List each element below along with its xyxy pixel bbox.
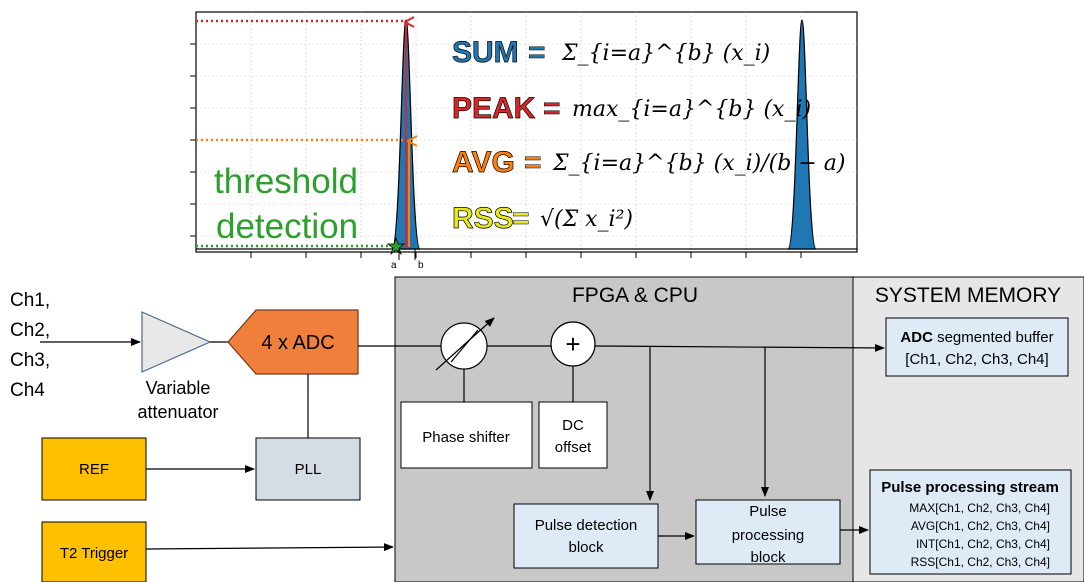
stream-item-avg: AVG[Ch1, Ch2, Ch3, Ch4] [911, 519, 1050, 533]
t2-trigger-block [41, 521, 147, 582]
adc-block [227, 309, 359, 375]
pulse-processing-label-3: block [750, 549, 786, 566]
dc-offset-block [538, 401, 608, 469]
sum-label: SUM [452, 36, 519, 69]
phase-shifter-block [400, 401, 533, 469]
pll-block [255, 437, 361, 501]
t2-trigger-label: T2 Trigger [60, 545, 128, 562]
attenuator-label-2: attenuator [137, 402, 218, 422]
attenuator-label-1: Variable [146, 378, 211, 398]
system-memory-title: SYSTEM MEMORY [875, 284, 1061, 307]
dc-offset-label-2: offset [555, 439, 592, 456]
phase-shifter-label: Phase shifter [422, 429, 510, 446]
pulse-stream-title: Pulse processing stream [881, 479, 1059, 496]
rss-label: RSS [452, 202, 514, 235]
pulse-plot: a b threshold detection SUM = Σ_{i=a}^{b… [190, 11, 858, 271]
attenuator-triangle [141, 311, 212, 373]
pulse-processing-label-1: Pulse [749, 503, 787, 520]
marker-a-label: a [391, 260, 397, 271]
adc-buffer-title: ADC segmented buffer [900, 329, 1053, 346]
formula-sum: SUM = Σ_{i=a}^{b} (x_i) [452, 36, 771, 70]
pulse-processing-block [695, 499, 841, 565]
input-ch3: Ch3, [10, 350, 50, 371]
ref-label: REF [79, 461, 109, 478]
plus-icon: + [565, 329, 580, 359]
pulse-processing-label-2: processing [732, 527, 805, 544]
dc-offset-label-1: DC [562, 417, 584, 434]
pulse-2 [787, 19, 817, 250]
marker-b-label: b [418, 260, 424, 271]
avg-label: AVG [452, 146, 515, 179]
stream-item-rss: RSS[Ch1, Ch2, Ch3, Ch4] [911, 555, 1050, 569]
peak-equals: = [543, 92, 561, 125]
sum-expression: Σ_{i=a}^{b} (x_i) [561, 41, 770, 66]
bus-to-buffer-arrow [594, 343, 885, 352]
threshold-star-icon [386, 236, 406, 256]
sum-equals: = [528, 36, 546, 69]
stream-item-int: INT[Ch1, Ch2, Ch3, Ch4] [916, 537, 1050, 551]
stream-item-max: MAX[Ch1, Ch2, Ch3, Ch4] [909, 501, 1050, 515]
trigger-arrow [145, 543, 394, 552]
peak-label: PEAK [452, 92, 536, 125]
rss-equals: = [512, 202, 530, 235]
adc-buffer-block [885, 317, 1069, 377]
rss-expression: √(Σ x_i²) [540, 207, 633, 232]
input-ch1: Ch1, [10, 290, 50, 311]
pll-label: PLL [295, 461, 322, 478]
threshold-text-line2: detection [216, 207, 358, 246]
formula-avg: AVG = Σ_{i=a}^{b} (x_i)/(b − a) [452, 146, 846, 180]
plot-grid [196, 12, 857, 252]
formula-peak: PEAK = max_{i=a}^{b} (x_i) [452, 92, 811, 126]
pulse-detection-block [513, 503, 659, 569]
input-ch4: Ch4 [10, 380, 45, 401]
threshold-text-line1: threshold [214, 162, 358, 201]
fpga-cpu-title: FPGA & CPU [572, 284, 698, 307]
ref-block [41, 437, 147, 501]
formula-rss: RSS = √(Σ x_i²) [452, 202, 633, 236]
pulse-detection-label-1: Pulse detection [535, 517, 638, 534]
avg-equals: = [524, 146, 542, 179]
pulse-stream-block [869, 469, 1072, 575]
adc-buffer-channels: [Ch1, Ch2, Ch3, Ch4] [905, 351, 1048, 368]
avg-expression: Σ_{i=a}^{b} (x_i)/(b − a) [552, 151, 845, 176]
phase-shifter-adjust-arrow [435, 317, 495, 371]
plot-ticks [190, 43, 802, 258]
input-ch2: Ch2, [10, 320, 50, 341]
peak-expression: max_{i=a}^{b} (x_i) [572, 97, 811, 122]
pulse-detection-label-2: block [568, 539, 604, 556]
adc-label: 4 x ADC [261, 332, 334, 354]
phase-shifter-slash [450, 329, 479, 363]
